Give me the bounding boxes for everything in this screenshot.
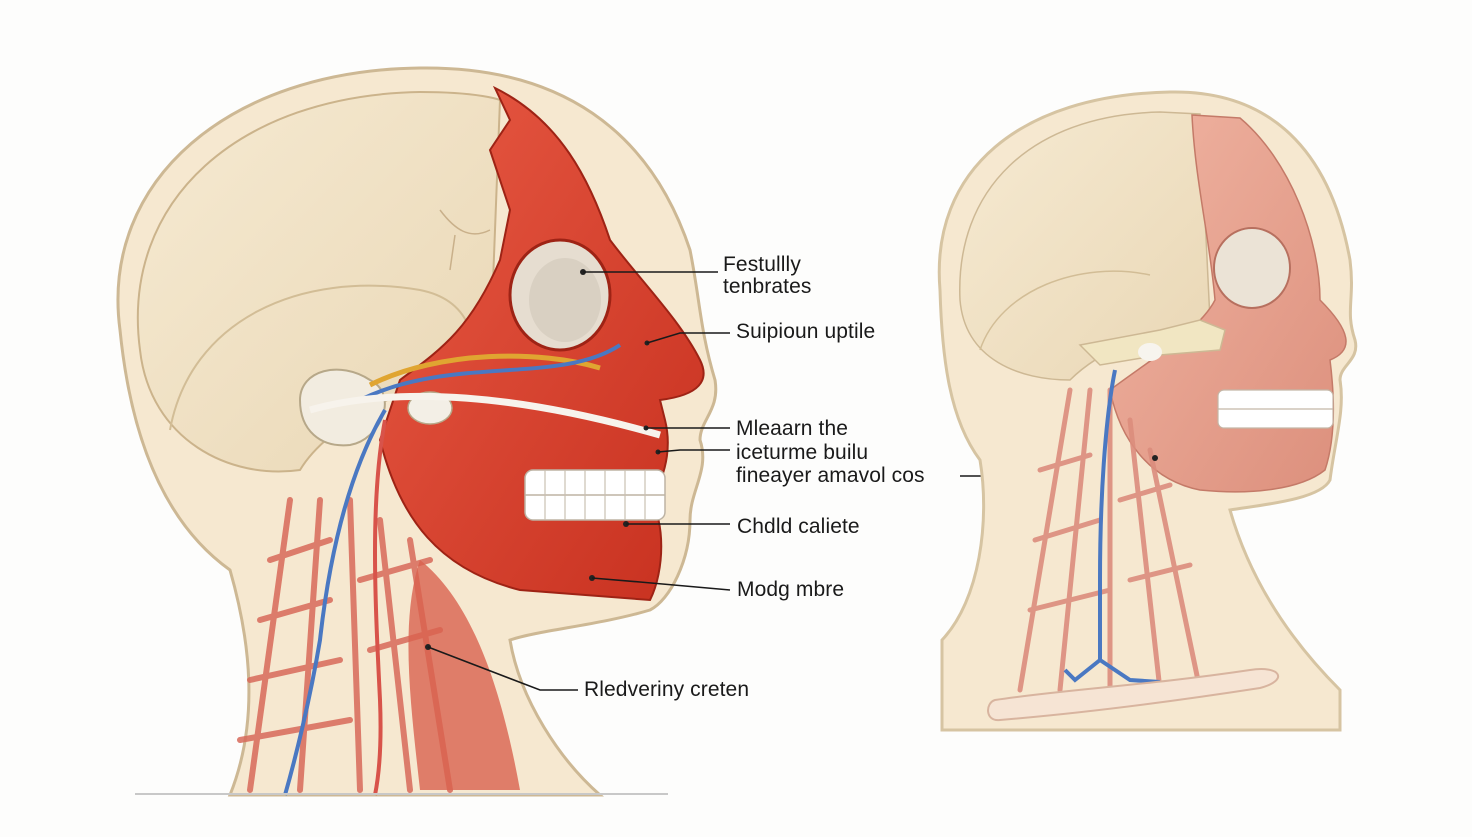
white-nerve [309, 392, 661, 439]
left-head-figure [116, 66, 718, 797]
label-iceturme-builu: iceturme builu [736, 441, 869, 464]
left-teeth [524, 469, 666, 521]
label-tenbrates: tenbrates [723, 275, 812, 298]
blue-vessel-face [359, 343, 622, 402]
right-teeth [1217, 389, 1334, 429]
label-mleaarn-the: Mleaarn the [736, 417, 848, 440]
label-rledveriny-creten: Rledveriny creten [584, 678, 750, 701]
label-chdld-caliete: Chdld caliete [737, 515, 860, 538]
label-suipioun-uptile: Suipioun uptile [736, 320, 876, 343]
right-eye-socket [1213, 227, 1291, 309]
blue-vein-neck [283, 408, 387, 796]
blue-vein-right [1063, 369, 1161, 684]
right-head-figure [937, 90, 1358, 732]
label-fineayer-amavol-cos: fineayer amavol cos [736, 464, 925, 487]
clavicle [987, 668, 1280, 722]
left-neck-muscle [408, 560, 520, 790]
label-festullly: Festullly [723, 253, 801, 276]
red-artery-neck [373, 419, 387, 796]
label-modg-mbre: Modg mbre [737, 578, 845, 601]
right-neck-fibers [1017, 387, 1203, 693]
